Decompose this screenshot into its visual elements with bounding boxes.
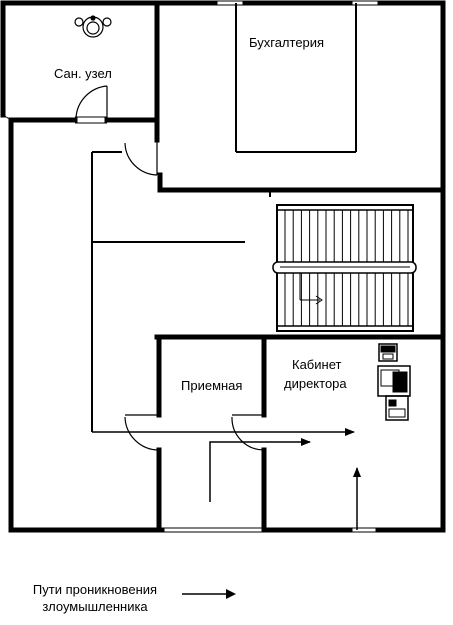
stairs-icon — [272, 204, 417, 332]
door-sills — [2, 0, 380, 533]
office-equipment-icon — [377, 343, 411, 421]
room-label-priemnaya: Приемная — [181, 378, 242, 393]
legend-arrow-icon — [182, 589, 236, 599]
intrusion-paths — [92, 428, 361, 530]
legend-line-2: злоумышленника — [42, 599, 148, 614]
room-label-sanuzel: Сан. узел — [54, 66, 112, 81]
room-label-buhgalteria: Бухгалтерия — [249, 35, 324, 50]
legend-label: Пути проникновения злоумышленника — [10, 581, 180, 615]
door-swing-icon — [75, 85, 265, 451]
walls — [0, 0, 446, 533]
thin-walls — [91, 3, 357, 432]
floor-plan: Сан. узел Бухгалтерия Приемная Кабинет д… — [0, 0, 446, 533]
washbasin-icon — [74, 15, 112, 38]
room-label-kabinet-2: директора — [284, 376, 347, 391]
legend-line-1: Пути проникновения — [32, 582, 158, 597]
room-label-kabinet-1: Кабинет — [292, 357, 341, 372]
